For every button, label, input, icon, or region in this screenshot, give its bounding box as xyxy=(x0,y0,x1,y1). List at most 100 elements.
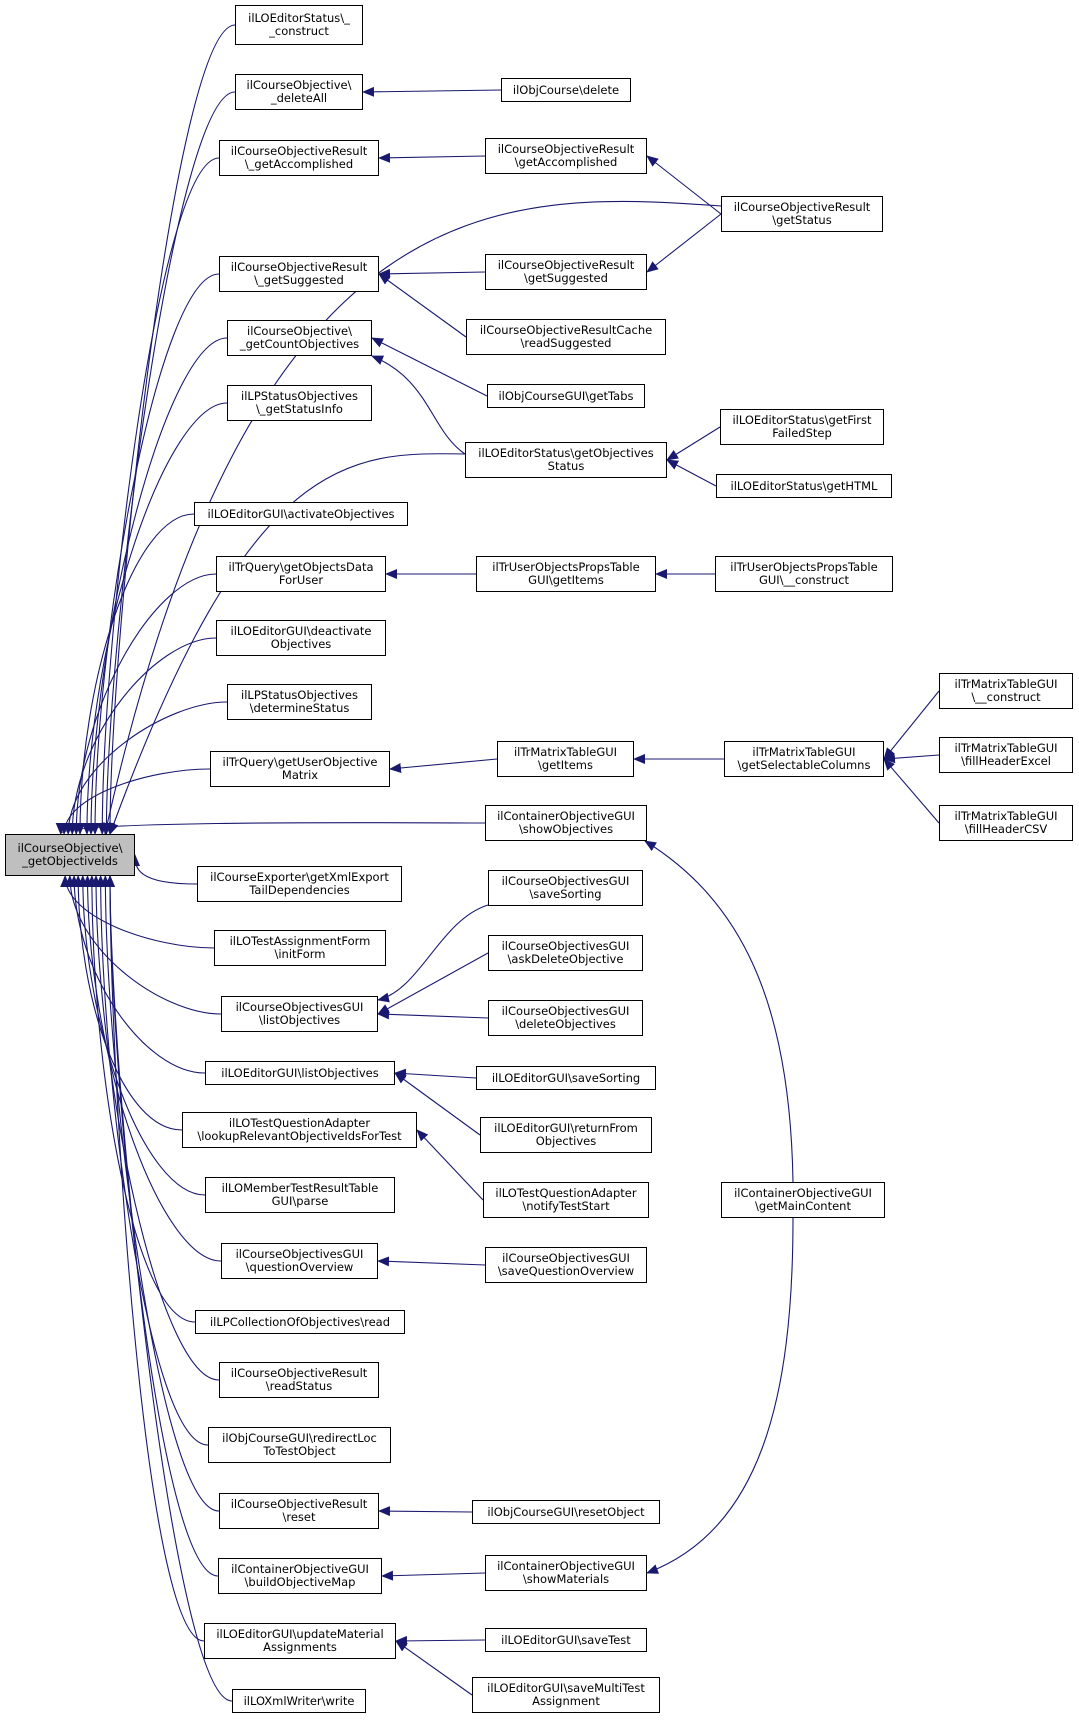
edge-c1-to-root xyxy=(102,200,722,835)
edge-a19-to-root xyxy=(86,875,196,1323)
edge-b11-to-a14 xyxy=(377,952,489,1015)
edge-b6-to-root xyxy=(109,453,466,835)
edge-b18-to-a23 xyxy=(381,1570,486,1581)
edge-a3-to-root xyxy=(97,157,220,835)
graph-node[interactable]: ilLOXmlWriter\write xyxy=(232,1689,366,1713)
graph-node[interactable]: ilCourseObjectiveResult \_getAccomplishe… xyxy=(219,140,379,176)
graph-node[interactable]: ilTrMatrixTableGUI \getItems xyxy=(497,741,634,777)
edge-c1-to-b3 xyxy=(646,213,722,273)
edge-b17-to-a22 xyxy=(378,1506,473,1517)
graph-node[interactable]: ilObjCourse\delete xyxy=(501,78,631,102)
graph-node[interactable]: ilLOEditorGUI\saveTest xyxy=(485,1628,647,1652)
graph-node[interactable]: ilCourseObjectivesGUI \saveQuestionOverv… xyxy=(485,1247,647,1283)
graph-node[interactable]: ilLOMemberTestResultTable GUI\parse xyxy=(205,1177,395,1213)
graph-node[interactable]: ilCourseObjectiveResult \getSuggested xyxy=(485,254,647,290)
focus-node[interactable]: ilCourseObjective\ _getObjectiveIds xyxy=(5,834,135,876)
graph-node[interactable]: ilLPCollectionOfObjectives\read xyxy=(195,1310,405,1334)
edge-a16-to-root xyxy=(73,875,183,1131)
graph-node[interactable]: ilObjCourseGUI\redirectLoc ToTestObject xyxy=(208,1427,391,1463)
graph-node[interactable]: ilLOEditorGUI\listObjectives xyxy=(205,1061,395,1085)
graph-node[interactable]: ilCourseObjectiveResult \_getSuggested xyxy=(219,256,379,292)
graph-node[interactable]: ilCourseObjectiveResult \getStatus xyxy=(721,196,883,232)
graph-node[interactable]: ilCourseExporter\getXmlExport TailDepend… xyxy=(197,866,402,902)
edge-c6-to-b9 xyxy=(644,840,794,1183)
graph-node[interactable]: ilCourseObjective\ _getCountObjectives xyxy=(227,320,372,356)
edge-c3-to-b6 xyxy=(666,459,717,487)
edge-a25-to-root xyxy=(105,875,233,1702)
edge-b4-to-a4 xyxy=(378,273,467,338)
graph-node[interactable]: ilTrMatrixTableGUI \fillHeaderExcel xyxy=(939,737,1073,773)
edge-c6-to-b18 xyxy=(646,1217,794,1574)
edge-b13-to-a15 xyxy=(394,1068,477,1079)
graph-node[interactable]: ilContainerObjectiveGUI \buildObjectiveM… xyxy=(218,1558,382,1594)
graph-node[interactable]: ilTrMatrixTableGUI \__construct xyxy=(939,673,1073,709)
edge-a8-to-root xyxy=(71,573,217,835)
graph-node[interactable]: ilLOEditorStatus\getObjectives Status xyxy=(465,442,667,478)
graph-node[interactable]: ilCourseObjectiveResult \getAccomplished xyxy=(485,138,647,174)
graph-node[interactable]: ilCourseObjectivesGUI \saveSorting xyxy=(488,870,643,906)
graph-node[interactable]: ilTrUserObjectsPropsTable GUI\getItems xyxy=(476,556,656,592)
graph-node[interactable]: ilLOEditorGUI\saveSorting xyxy=(476,1066,656,1090)
edge-a7-to-root xyxy=(75,513,195,835)
edge-a15-to-root xyxy=(69,875,206,1074)
graph-node[interactable]: ilLOTestAssignmentForm \initForm xyxy=(214,930,386,966)
graph-node[interactable]: ilCourseObjectiveResult \readStatus xyxy=(219,1362,379,1398)
graph-node[interactable]: ilContainerObjectiveGUI \showObjectives xyxy=(485,805,647,841)
graph-node[interactable]: ilContainerObjectiveGUI \showMaterials xyxy=(485,1555,647,1591)
edge-d1-to-c5 xyxy=(883,690,940,760)
graph-node[interactable]: ilCourseObjectivesGUI \listObjectives xyxy=(221,996,378,1032)
graph-node[interactable]: ilObjCourseGUI\getTabs xyxy=(487,384,645,408)
graph-node[interactable]: ilCourseObjectiveResult \reset xyxy=(219,1493,379,1529)
edge-a12-to-root xyxy=(130,854,198,885)
edge-b6-to-a5 xyxy=(371,355,466,455)
graph-node[interactable]: ilTrUserObjectsPropsTable GUI\__construc… xyxy=(715,556,893,592)
edge-a21-to-root xyxy=(95,875,209,1446)
graph-node[interactable]: ilTrMatrixTableGUI \getSelectableColumns xyxy=(724,741,884,777)
graph-node[interactable]: ilLOEditorStatus\getHTML xyxy=(716,474,892,498)
graph-node[interactable]: ilCourseObjective\ _deleteAll xyxy=(235,74,363,110)
edge-b3-to-a4 xyxy=(378,268,486,279)
edge-a5-to-root xyxy=(86,337,228,835)
graph-node[interactable]: ilLOEditorStatus\_ _construct xyxy=(235,5,363,45)
graph-node[interactable]: ilTrMatrixTableGUI \fillHeaderCSV xyxy=(939,805,1073,841)
graph-node[interactable]: ilCourseObjectivesGUI \deleteObjectives xyxy=(488,1000,643,1036)
graph-node[interactable]: ilLOEditorGUI\returnFrom Objectives xyxy=(480,1117,652,1153)
graph-node[interactable]: ilLOTestQuestionAdapter \lookupRelevantO… xyxy=(182,1112,417,1148)
graph-node[interactable]: ilLOTestQuestionAdapter \notifyTestStart xyxy=(483,1182,649,1218)
edge-b12-to-a14 xyxy=(377,1009,489,1020)
edge-b20-to-a24 xyxy=(395,1640,473,1696)
graph-node[interactable]: ilLOEditorGUI\updateMaterial Assignments xyxy=(204,1623,396,1659)
graph-node[interactable]: ilCourseObjectivesGUI \questionOverview xyxy=(221,1243,378,1279)
graph-node[interactable]: ilCourseObjectivesGUI \askDeleteObjectiv… xyxy=(488,935,643,971)
edge-a18-to-root xyxy=(82,875,222,1262)
graph-node[interactable]: ilObjCourseGUI\resetObject xyxy=(472,1500,660,1524)
graph-node[interactable]: ilLOEditorGUI\deactivate Objectives xyxy=(216,620,386,656)
graph-node[interactable]: ilLOEditorGUI\activateObjectives xyxy=(194,502,408,526)
graph-node[interactable]: ilTrQuery\getObjectsData ForUser xyxy=(216,556,386,592)
edge-a9-to-root xyxy=(67,637,217,835)
edge-b1-to-a2 xyxy=(362,86,502,97)
graph-node[interactable]: ilCourseObjectiveResultCache \readSugges… xyxy=(466,319,666,355)
edge-a4-to-root xyxy=(90,273,220,835)
edge-a20-to-root xyxy=(91,875,220,1381)
graph-node[interactable]: ilContainerObjectiveGUI \getMainContent xyxy=(721,1182,885,1218)
graph-node[interactable]: ilLOEditorStatus\getFirst FailedStep xyxy=(720,409,884,445)
edge-b15-to-a16 xyxy=(416,1129,484,1201)
edge-c2-to-b6 xyxy=(666,426,721,461)
edge-b2-to-a3 xyxy=(378,152,486,163)
graph-node[interactable]: ilLOEditorGUI\saveMultiTest Assignment xyxy=(472,1677,660,1713)
edge-a11-to-root xyxy=(59,768,211,835)
edge-a14-to-root xyxy=(64,875,222,1015)
edge-d2-to-c5 xyxy=(883,753,940,764)
graph-node[interactable]: ilLPStatusObjectives \_getStatusInfo xyxy=(227,385,372,421)
edge-b9-to-root xyxy=(55,822,486,835)
edge-b5-to-a5 xyxy=(371,337,488,397)
graph-node[interactable]: ilLPStatusObjectives \determineStatus xyxy=(227,684,372,720)
edge-a1-to-root xyxy=(105,24,236,835)
graph-node[interactable]: ilTrQuery\getUserObjective Matrix xyxy=(210,751,390,787)
edge-a22-to-root xyxy=(100,875,220,1512)
edge-b10-to-a14 xyxy=(377,904,489,1003)
edge-d3-to-c5 xyxy=(883,758,940,824)
